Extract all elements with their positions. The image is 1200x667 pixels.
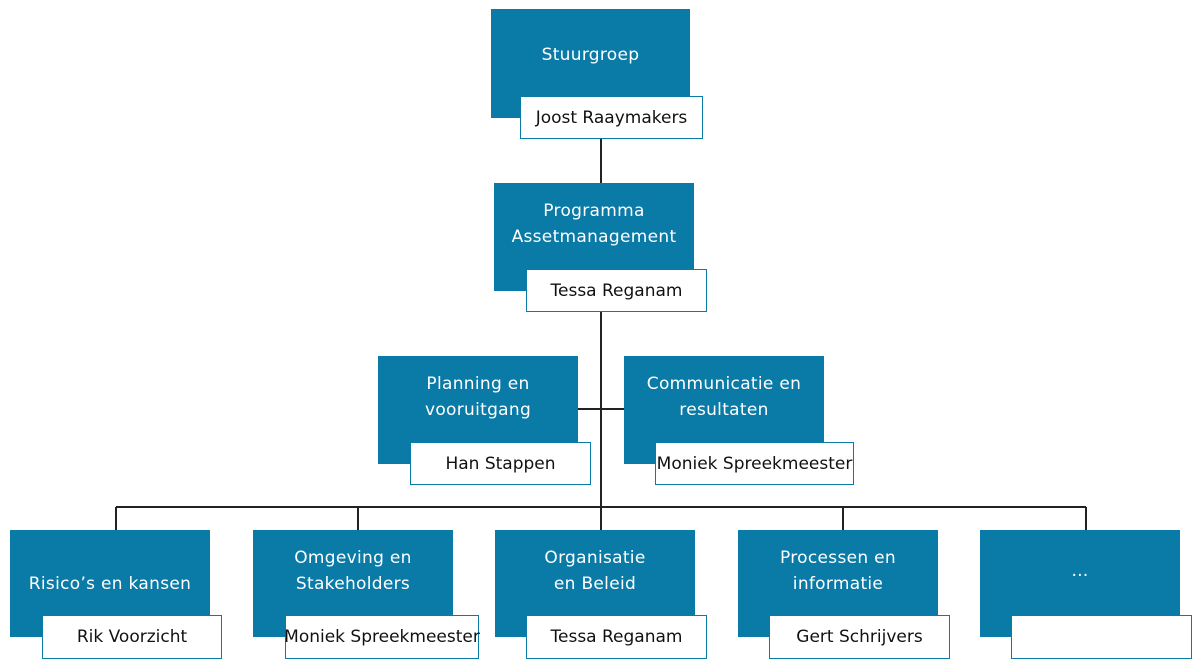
node-stuurgroep-person: Joost Raaymakers xyxy=(520,96,703,139)
node-planning-title: Planning en vooruitgang xyxy=(424,374,532,420)
node-overig-title: … xyxy=(1071,560,1089,581)
node-communicatie-person: Moniek Spreekmeester xyxy=(655,442,854,485)
node-organisatie-person: Tessa Reganam xyxy=(526,615,707,659)
node-programma-person: Tessa Reganam xyxy=(526,269,707,312)
node-processen-person: Gert Schrijvers xyxy=(769,615,950,659)
node-risicos-title: Risico’s en kansen xyxy=(28,573,192,594)
node-omgeving-title: Omgeving en Stakeholders xyxy=(294,547,412,594)
node-communicatie-title: Communicatie en resultaten xyxy=(646,374,802,420)
node-programma-title: Programma Assetmanagement xyxy=(511,201,677,247)
node-omgeving-person: Moniek Spreekmeester xyxy=(284,615,480,659)
node-risicos-person: Rik Voorzicht xyxy=(42,615,222,659)
node-overig-person xyxy=(1011,615,1192,659)
node-planning-person: Han Stappen xyxy=(410,442,591,485)
node-processen-title: Processen en informatie xyxy=(780,547,896,594)
node-stuurgroep-title: Stuurgroep xyxy=(541,44,640,65)
node-organisatie-title: Organisatie en Beleid xyxy=(544,547,646,594)
